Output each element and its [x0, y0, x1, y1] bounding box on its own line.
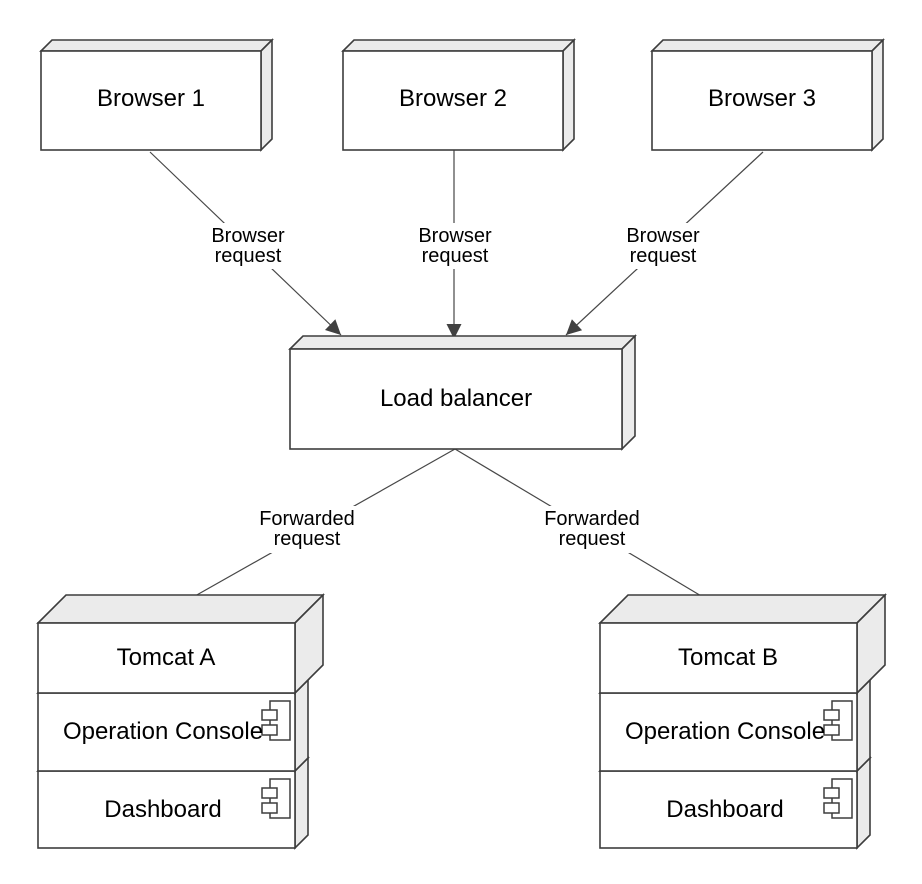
node-label: Load balancer — [380, 385, 532, 412]
node-front-face — [599, 622, 858, 694]
edge-label-line1: Browser — [626, 225, 700, 247]
node-label: Browser 2 — [399, 85, 507, 112]
edge-label-line1: Forwarded — [259, 508, 355, 530]
uml-component-icon — [261, 700, 291, 741]
component-right-face — [856, 678, 871, 773]
node-front-face — [651, 50, 873, 151]
uml-component-icon — [261, 778, 291, 819]
node-title-section: Tomcat B — [598, 593, 887, 695]
node-top-face — [39, 39, 274, 52]
component-front-face — [37, 770, 296, 849]
edge-label-bg — [204, 223, 292, 269]
edge-label-line1: Browser — [418, 225, 492, 247]
edge-label-bg — [542, 506, 642, 553]
component-right-face — [294, 756, 309, 850]
node-label: Browser 3 — [708, 85, 816, 112]
node-front-face — [342, 50, 564, 151]
node-right-face — [260, 38, 273, 152]
component-label: Dashboard — [104, 796, 221, 823]
edge-label-bg — [411, 223, 499, 269]
node-top-face — [36, 594, 325, 624]
edge-label-line1: Forwarded — [544, 508, 640, 530]
node-label: Tomcat B — [678, 644, 778, 671]
component-front-face — [599, 770, 858, 849]
node-right-face — [621, 334, 636, 451]
edge-label-bg — [619, 223, 707, 269]
node-top-face — [341, 39, 576, 52]
component-right-face — [856, 756, 871, 850]
node-label: Tomcat A — [117, 644, 216, 671]
component-front-face — [37, 692, 296, 772]
node-right-face — [562, 38, 575, 152]
edge-label-bg — [257, 506, 357, 553]
edge-label-line2: request — [274, 528, 341, 550]
edge-labels: Browser request Browser request Browser … — [204, 223, 707, 553]
node-label: Browser 1 — [97, 85, 205, 112]
node-tomcat-a: Dashboard Operation Console Tomcat A — [36, 593, 325, 850]
component-label: Operation Console — [625, 718, 825, 745]
uml-component-icon — [823, 700, 853, 741]
edge-label-line2: request — [422, 245, 489, 267]
node-title-section: Tomcat A — [36, 593, 325, 695]
node-front-face — [37, 622, 296, 694]
component-label: Operation Console — [63, 718, 263, 745]
component-front-face — [599, 692, 858, 772]
node-browser-1: Browser 1 — [39, 38, 274, 152]
component-right-face — [294, 678, 309, 773]
node-top-face — [650, 39, 885, 52]
node-browser-3: Browser 3 — [650, 38, 885, 152]
node-tomcat-b: Dashboard Operation Console Tomcat B — [598, 593, 887, 850]
node-front-face — [40, 50, 262, 151]
node-front-face — [289, 348, 623, 450]
node-top-face — [598, 594, 887, 624]
node-load-balancer: Load balancer — [288, 334, 637, 451]
uml-component-icon — [823, 778, 853, 819]
edge-label-line2: request — [630, 245, 697, 267]
edge-label-line2: request — [559, 528, 626, 550]
edge-label-line2: request — [215, 245, 282, 267]
component-label: Dashboard — [666, 796, 783, 823]
node-browser-2: Browser 2 — [341, 38, 576, 152]
node-top-face — [288, 335, 637, 350]
node-right-face — [871, 38, 884, 152]
edge-label-line1: Browser — [211, 225, 285, 247]
